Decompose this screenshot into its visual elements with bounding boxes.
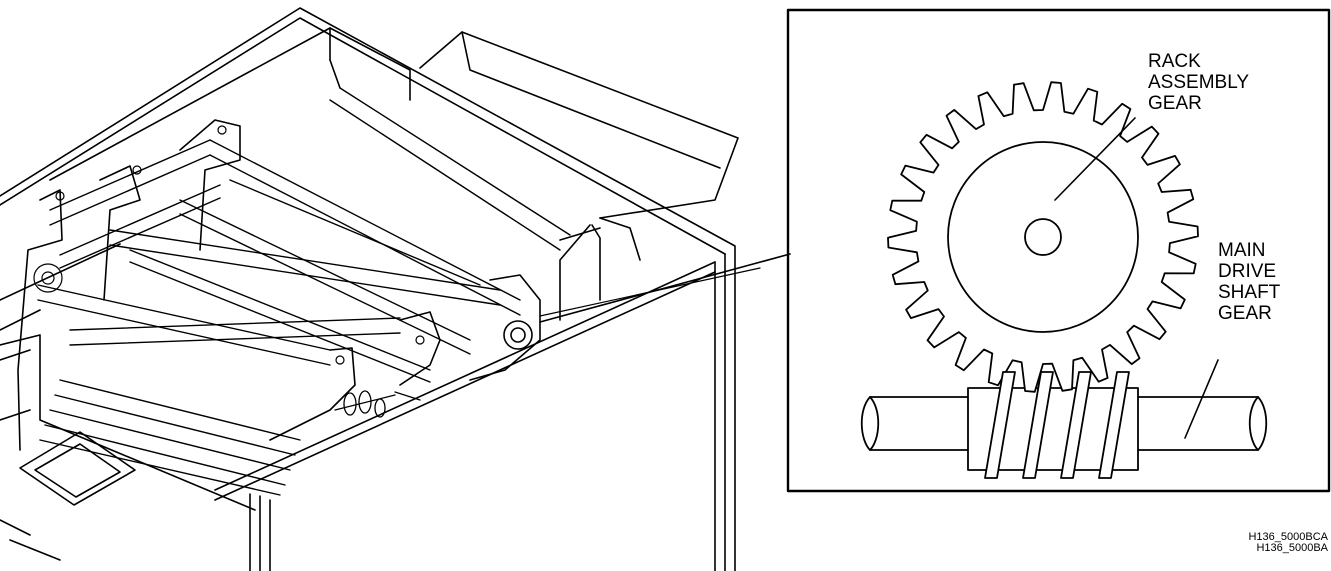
worm-thread (1060, 371, 1092, 479)
figure-id-line: H136_5000BA (1256, 542, 1328, 554)
main-drive-shaft-gear-label: MAIN DRIVE SHAFT GEAR (1218, 240, 1280, 324)
machine-drawing (0, 7, 791, 571)
main-drive-shaft (860, 387, 1268, 471)
paper-tray (419, 31, 739, 301)
figure-id: H136_5000BCA H136_5000BA (1248, 532, 1328, 554)
label-line: GEAR (1148, 93, 1202, 114)
label-line: GEAR (1218, 303, 1272, 324)
rack-assembly-gear-label: RACK ASSEMBLY GEAR (1148, 51, 1249, 114)
worm-thread (1098, 371, 1130, 479)
rack-assembly-gear (887, 81, 1199, 393)
figure-id-line: H136_5000BCA (1248, 531, 1328, 543)
machine-gear (503, 320, 533, 350)
label-line: MAIN (1218, 240, 1266, 261)
rollers (37, 87, 571, 496)
detail-leader-line-2 (539, 267, 761, 317)
label-line: ASSEMBLY (1148, 72, 1250, 93)
worm-threads (984, 371, 1130, 479)
rack-gear-leader (1054, 117, 1136, 201)
label-line: DRIVE (1218, 261, 1277, 282)
drive-shaft-detail (334, 390, 421, 418)
worm-thread (1022, 371, 1054, 479)
rack-frames (17, 119, 591, 451)
label-line: SHAFT (1218, 282, 1281, 303)
worm-thread (984, 371, 1016, 479)
detail-inset (786, 8, 1331, 493)
detail-leader-line (539, 253, 791, 323)
frame-holes (33, 125, 425, 365)
main-drive-leader (1184, 359, 1219, 439)
label-line: RACK (1148, 51, 1201, 72)
